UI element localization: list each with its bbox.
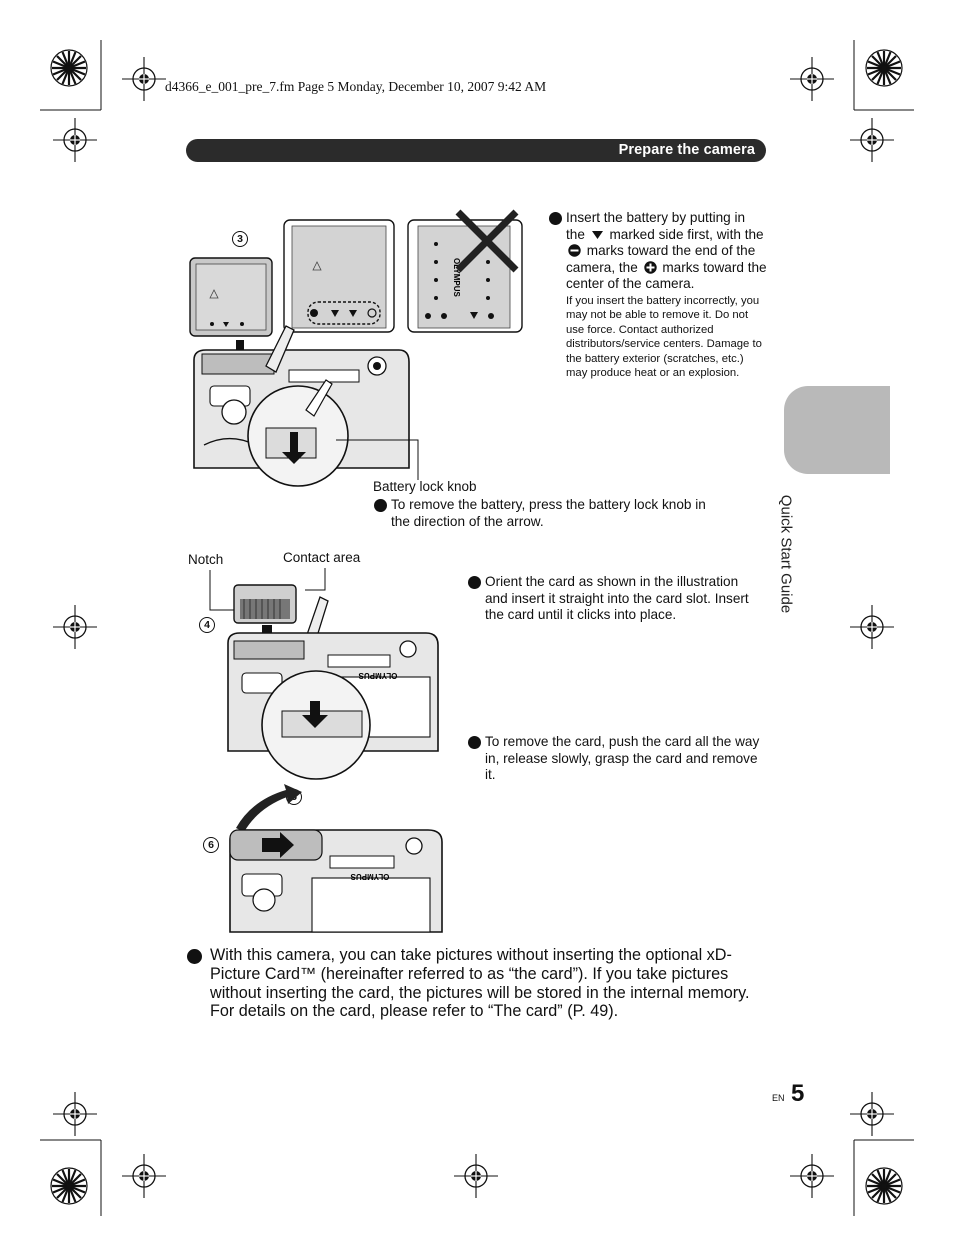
card-brand: OLYMPUS <box>358 671 397 680</box>
card-remove-block: To remove the card, push the card all th… <box>468 734 764 784</box>
battery-warning: If you insert the battery incorrectly, y… <box>566 294 762 380</box>
battery-remove-block: To remove the battery, press the battery… <box>374 497 719 530</box>
bullet-icon <box>187 949 202 964</box>
card-remove-instruction: To remove the card, push the card all th… <box>485 734 760 782</box>
battery-instruction-block: Insert the battery by putting in the mar… <box>549 210 767 381</box>
battery-brand: OLYMPUS <box>452 258 461 297</box>
battery-lock-knob-label: Battery lock knob <box>373 479 477 494</box>
triangle-down-icon <box>591 230 603 239</box>
file-header: d4366_e_001_pre_7.fm Page 5 Monday, Dece… <box>165 79 547 94</box>
page-number: EN 5 <box>772 1080 804 1108</box>
page-number-value: 5 <box>790 1080 805 1107</box>
section-bar: Prepare the camera <box>186 139 766 162</box>
contact-area-label: Contact area <box>283 550 361 565</box>
step-6-badge: 6 <box>203 837 219 853</box>
step-3-badge: 3 <box>232 231 248 247</box>
bullet-icon <box>468 736 481 749</box>
step-4-badge: 4 <box>199 617 215 633</box>
notch-label: Notch <box>188 552 224 567</box>
battery-illustration: OLYMPUS <box>189 209 523 487</box>
cover-illustration: OLYMPUS <box>229 784 443 933</box>
bullet-icon <box>468 576 481 589</box>
plus-circle-icon <box>643 260 657 274</box>
note-text: With this camera, you can take pictures … <box>210 946 750 1021</box>
language-code: EN <box>772 1093 785 1103</box>
bullet-icon <box>374 499 387 512</box>
side-tab <box>784 386 890 474</box>
card-orient-instruction: Orient the card as shown in the illustra… <box>485 574 749 622</box>
card-orient-block: Orient the card as shown in the illustra… <box>468 574 764 624</box>
card-illustration: OLYMPUS <box>209 568 439 780</box>
section-title: Prepare the camera <box>618 142 755 158</box>
cover-brand: OLYMPUS <box>350 872 389 881</box>
battery-remove-instruction: To remove the battery, press the battery… <box>391 497 706 529</box>
note-block: With this camera, you can take pictures … <box>186 946 766 1021</box>
side-tab-label: Quick Start Guide <box>777 494 795 614</box>
bullet-icon <box>549 212 562 225</box>
battery-instruction: Insert the battery by putting in the mar… <box>566 210 767 291</box>
minus-circle-icon <box>568 244 581 257</box>
